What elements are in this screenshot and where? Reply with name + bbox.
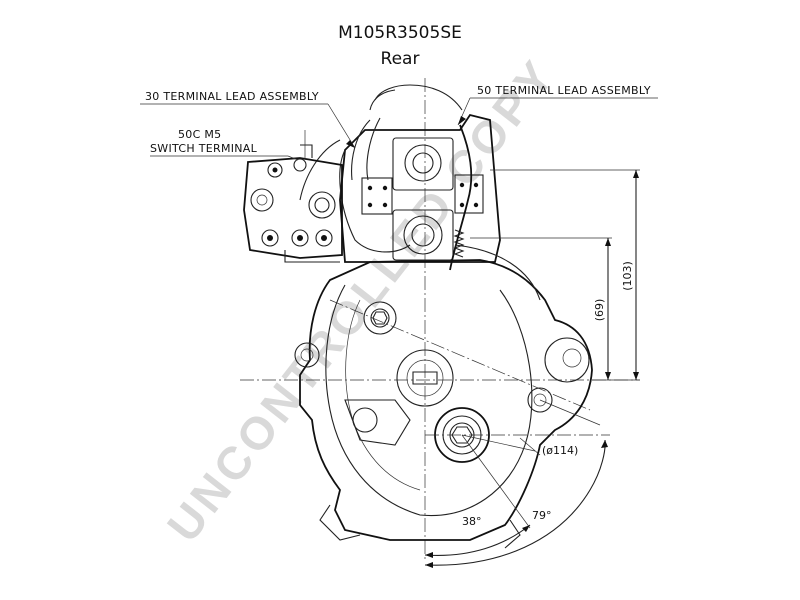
callout-terminal-50: 50 TERMINAL LEAD ASSEMBLY [477,84,651,97]
angle-dimensions [424,399,608,568]
solenoid-assembly [299,84,541,301]
mount-bolts [294,301,610,463]
part-number-title: M105R3505SE [338,23,462,43]
callout-terminal-30: 30 TERMINAL LEAD ASSEMBLY [145,90,319,103]
dim-angle-79: 79° [532,509,552,522]
height-dimensions [470,169,640,381]
switch-terminal-bracket [243,144,343,263]
dim-height-103: (103) [621,261,634,291]
dim-diameter-114: (ø114) [542,444,578,457]
starter-housing [299,259,593,549]
watermark: UNCONTROLLED COPY [157,49,566,551]
callout-switch-line2: SWITCH TERMINAL [150,142,258,155]
dim-height-69: (69) [593,299,606,322]
dim-angle-38: 38° [462,515,482,528]
callout-leaders [140,97,658,161]
center-lines [240,78,640,560]
view-label: Rear [381,49,420,69]
callout-switch-line1: 50C M5 [178,128,221,141]
